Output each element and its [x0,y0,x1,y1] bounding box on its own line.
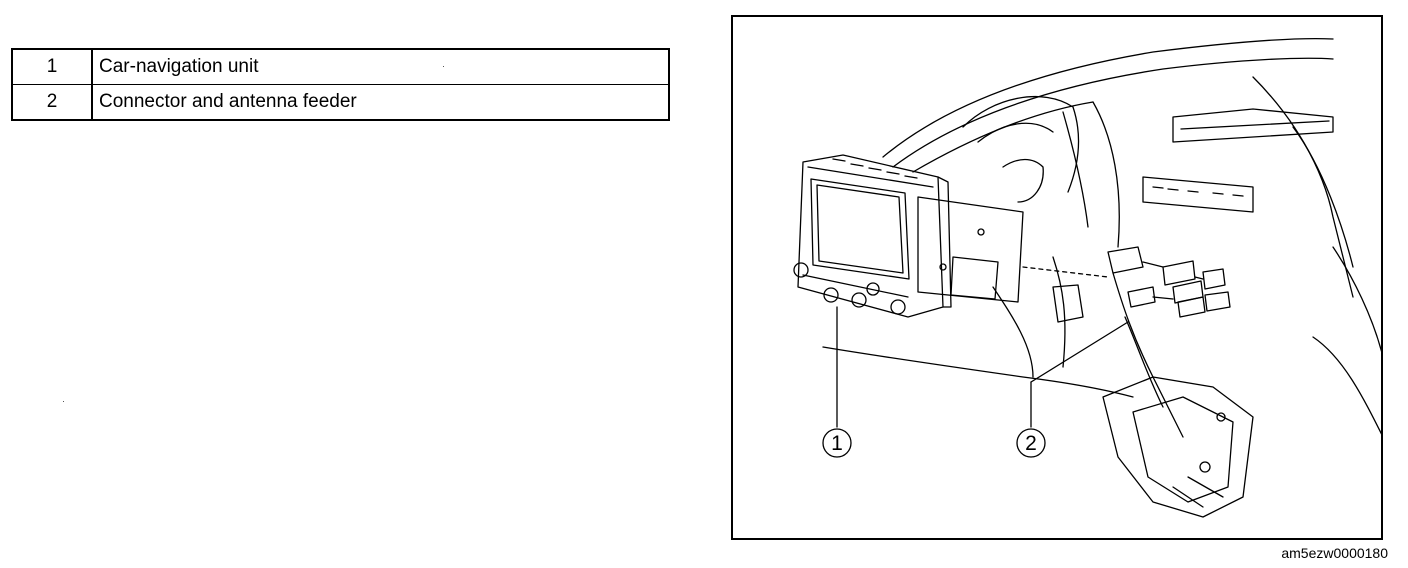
callout-2-label: 2 [1025,432,1037,455]
dashboard-drawing: 1 2 [793,37,1381,518]
nav-unit-drawing [793,154,1024,318]
legend-number: 1 [11,48,93,85]
legend-description: Car-navigation unit [91,48,670,85]
scan-speck [443,66,444,67]
parts-legend-table: 1 Car-navigation unit 2 Connector and an… [11,48,670,121]
legend-row: 2 Connector and antenna feeder [11,84,670,121]
callout-1-circle [822,428,852,458]
installation-illustration: 1 2 [731,15,1383,540]
legend-description: Connector and antenna feeder [91,84,670,121]
legend-row: 1 Car-navigation unit [11,48,670,85]
legend-number: 2 [11,84,93,121]
callout-1-label: 1 [831,432,843,455]
scan-speck [63,401,64,402]
figure-code: am5ezw0000180 [1281,545,1388,561]
callout-2-circle [1016,428,1046,458]
connector-cluster-drawing [1107,246,1231,438]
